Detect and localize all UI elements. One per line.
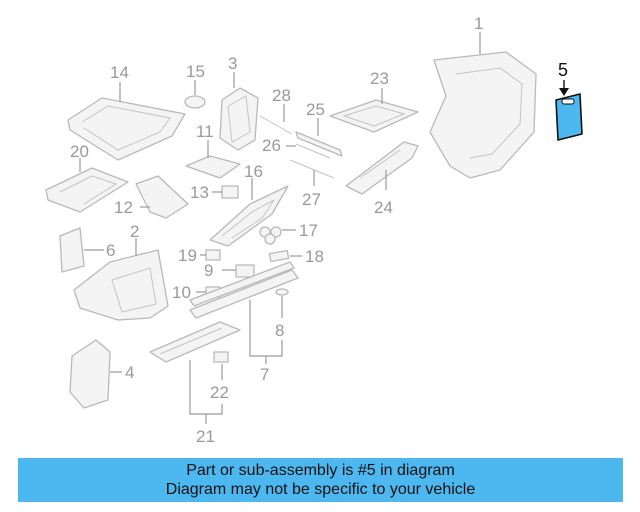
callout-11: 11	[196, 122, 214, 141]
callout-27: 27	[302, 190, 321, 209]
part-9-bumper: 9	[204, 261, 255, 280]
part-12-bracket: 12	[114, 175, 189, 219]
callout-22: 22	[210, 383, 229, 402]
part-22-handle: 22	[210, 351, 229, 402]
part-25-handle: 25	[295, 100, 343, 157]
caption-line-2: Diagram may not be specific to your vehi…	[165, 481, 476, 498]
callout-17: 17	[299, 221, 318, 240]
caption-line-1: Part or sub-assembly is #5 in diagram	[186, 462, 455, 479]
callout-25: 25	[306, 100, 325, 119]
part-20-floor-mat: 20	[45, 142, 129, 213]
callout-18: 18	[305, 247, 324, 266]
callout-7-group: 7	[249, 300, 283, 384]
callout-13: 13	[190, 183, 209, 202]
callout-21: 21	[196, 427, 215, 446]
part-18-clip: 18	[268, 247, 324, 266]
part-1-quarter-trim-panel: 1	[429, 14, 537, 179]
part-5-highlighted[interactable]: 5	[555, 60, 583, 141]
callout-12: 12	[114, 198, 133, 217]
callout-10: 10	[172, 283, 191, 302]
part-11-bracket: 11	[185, 122, 241, 179]
callout-1: 1	[474, 14, 483, 33]
callout-14: 14	[110, 63, 129, 82]
part-15-clip: 15	[184, 62, 206, 109]
callout-4: 4	[125, 363, 134, 382]
callout-8: 8	[275, 321, 284, 340]
part-26-wrench: 26	[262, 136, 331, 159]
part-16-trim-panel: 16	[209, 162, 289, 247]
part-28-rod: 28	[259, 86, 293, 135]
callout-2: 2	[130, 222, 139, 241]
part-13-pad: 13	[190, 183, 239, 202]
callout-28: 28	[272, 86, 291, 105]
callout-26: 26	[262, 136, 281, 155]
part-4-storage-tray: 4	[69, 339, 134, 409]
part-cargo-cover	[149, 321, 241, 363]
part-17-clips: 17	[259, 221, 318, 245]
callout-23: 23	[370, 69, 389, 88]
part-2-quarter-trim: 2	[73, 222, 169, 321]
callout-15: 15	[186, 62, 205, 81]
callout-21-group: 21	[189, 360, 223, 446]
part-19-clip: 19	[178, 246, 221, 265]
part-27-rod: 27	[289, 159, 335, 209]
part-8-plug: 8	[275, 288, 289, 340]
callout-7: 7	[260, 365, 269, 384]
callout-9: 9	[204, 261, 213, 280]
part-23-jack-tray: 23	[329, 69, 419, 133]
callout-5: 5	[558, 60, 568, 80]
callout-3: 3	[228, 54, 237, 73]
callout-19: 19	[178, 246, 197, 265]
part-24-jack: 24	[345, 141, 419, 217]
part-sill-plate	[189, 261, 299, 319]
part-6-panel: 6	[59, 227, 115, 273]
callout-24: 24	[374, 198, 393, 217]
callout-20: 20	[70, 142, 89, 161]
callout-16: 16	[244, 162, 263, 181]
part-14-floor-panel: 14	[67, 63, 186, 161]
part-3-storage-box: 3	[219, 54, 259, 151]
callout-6: 6	[106, 241, 115, 260]
caption-banner: Part or sub-assembly is #5 in diagram Di…	[18, 458, 623, 502]
